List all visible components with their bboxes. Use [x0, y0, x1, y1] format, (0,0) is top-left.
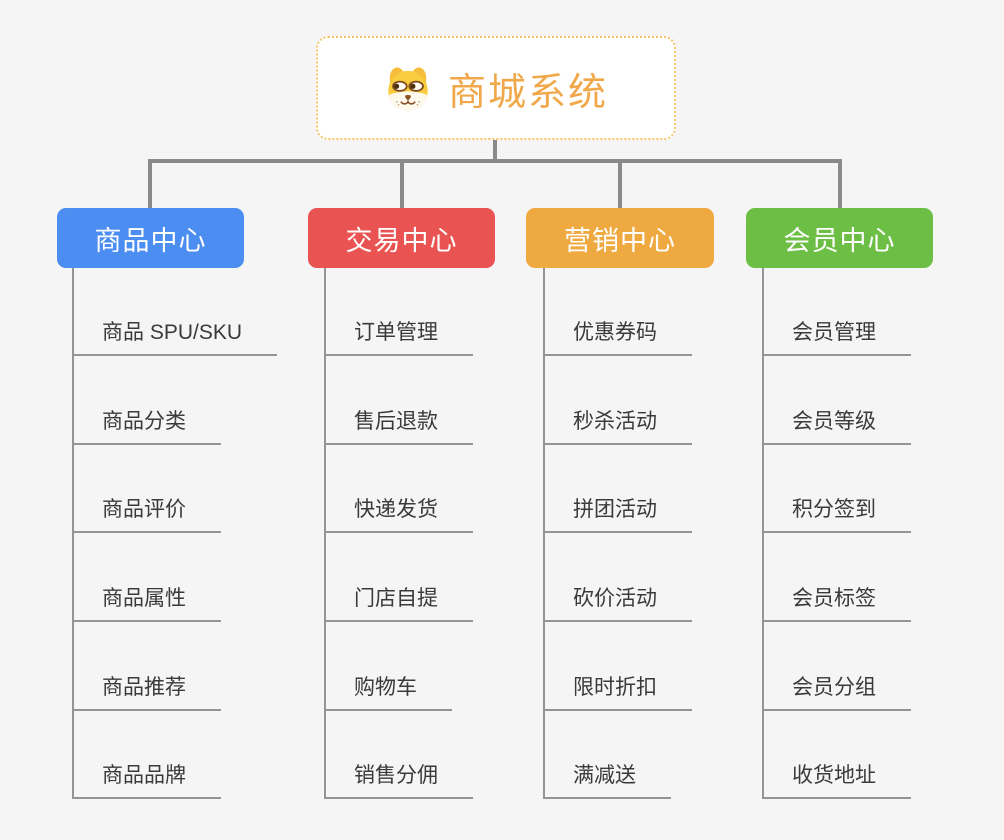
subtopic-item[interactable]: 商品属性: [72, 586, 221, 622]
subtopic-item[interactable]: 会员分组: [762, 675, 911, 711]
connector-root-stem: [493, 140, 497, 163]
subtopic-item[interactable]: 砍价活动: [543, 586, 692, 622]
connector-drop: [400, 159, 404, 208]
subtopic-item[interactable]: 满减送: [543, 763, 671, 799]
connector-children-line: [543, 268, 545, 799]
subtopic-item[interactable]: 商品推荐: [72, 675, 221, 711]
subtopic-item[interactable]: 会员标签: [762, 586, 911, 622]
branch-topic-label: 营销中心: [564, 225, 676, 256]
subtopic-item[interactable]: 拼团活动: [543, 497, 692, 533]
branch-topic-label: 会员中心: [783, 225, 896, 256]
connector-drop: [838, 159, 842, 208]
subtopic-item[interactable]: 商品品牌: [72, 763, 221, 799]
subtopic-item[interactable]: 优惠券码: [543, 320, 692, 356]
subtopic-item[interactable]: 会员等级: [762, 409, 911, 445]
subtopic-item[interactable]: 购物车: [324, 675, 452, 711]
connector-children-line: [762, 268, 764, 799]
connector-children-line: [324, 268, 326, 799]
branch-topic-label: 商品中心: [94, 225, 207, 256]
branch-topic-trade-center[interactable]: 交易中心: [308, 208, 495, 268]
connector-drop: [618, 159, 622, 208]
subtopic-item[interactable]: 积分签到: [762, 497, 911, 533]
subtopic-item[interactable]: 销售分佣: [324, 763, 473, 799]
branch-topic-member-center[interactable]: 会员中心: [746, 208, 933, 268]
connector-drop: [148, 159, 152, 208]
connector-bus: [148, 159, 840, 163]
subtopic-item[interactable]: 限时折扣: [543, 675, 692, 711]
dog-icon: [384, 64, 432, 112]
subtopic-item[interactable]: 秒杀活动: [543, 409, 692, 445]
subtopic-item[interactable]: 商品评价: [72, 497, 221, 533]
subtopic-item[interactable]: 会员管理: [762, 320, 911, 356]
subtopic-item[interactable]: 收货地址: [762, 763, 911, 799]
subtopic-item[interactable]: 快递发货: [324, 497, 473, 533]
branch-topic-label: 交易中心: [345, 225, 458, 256]
connector-children-line: [72, 268, 74, 799]
root-topic-label: 商城系统: [447, 71, 608, 114]
root-topic[interactable]: 商城系统: [316, 36, 676, 140]
subtopic-item[interactable]: 售后退款: [324, 409, 473, 445]
subtopic-item[interactable]: 订单管理: [324, 320, 473, 356]
subtopic-item[interactable]: 商品 SPU/SKU: [72, 320, 278, 356]
subtopic-item[interactable]: 商品分类: [72, 409, 221, 445]
branch-topic-product-center[interactable]: 商品中心: [57, 208, 244, 268]
branch-topic-marketing-center[interactable]: 营销中心: [526, 208, 714, 268]
subtopic-item[interactable]: 门店自提: [324, 586, 473, 622]
